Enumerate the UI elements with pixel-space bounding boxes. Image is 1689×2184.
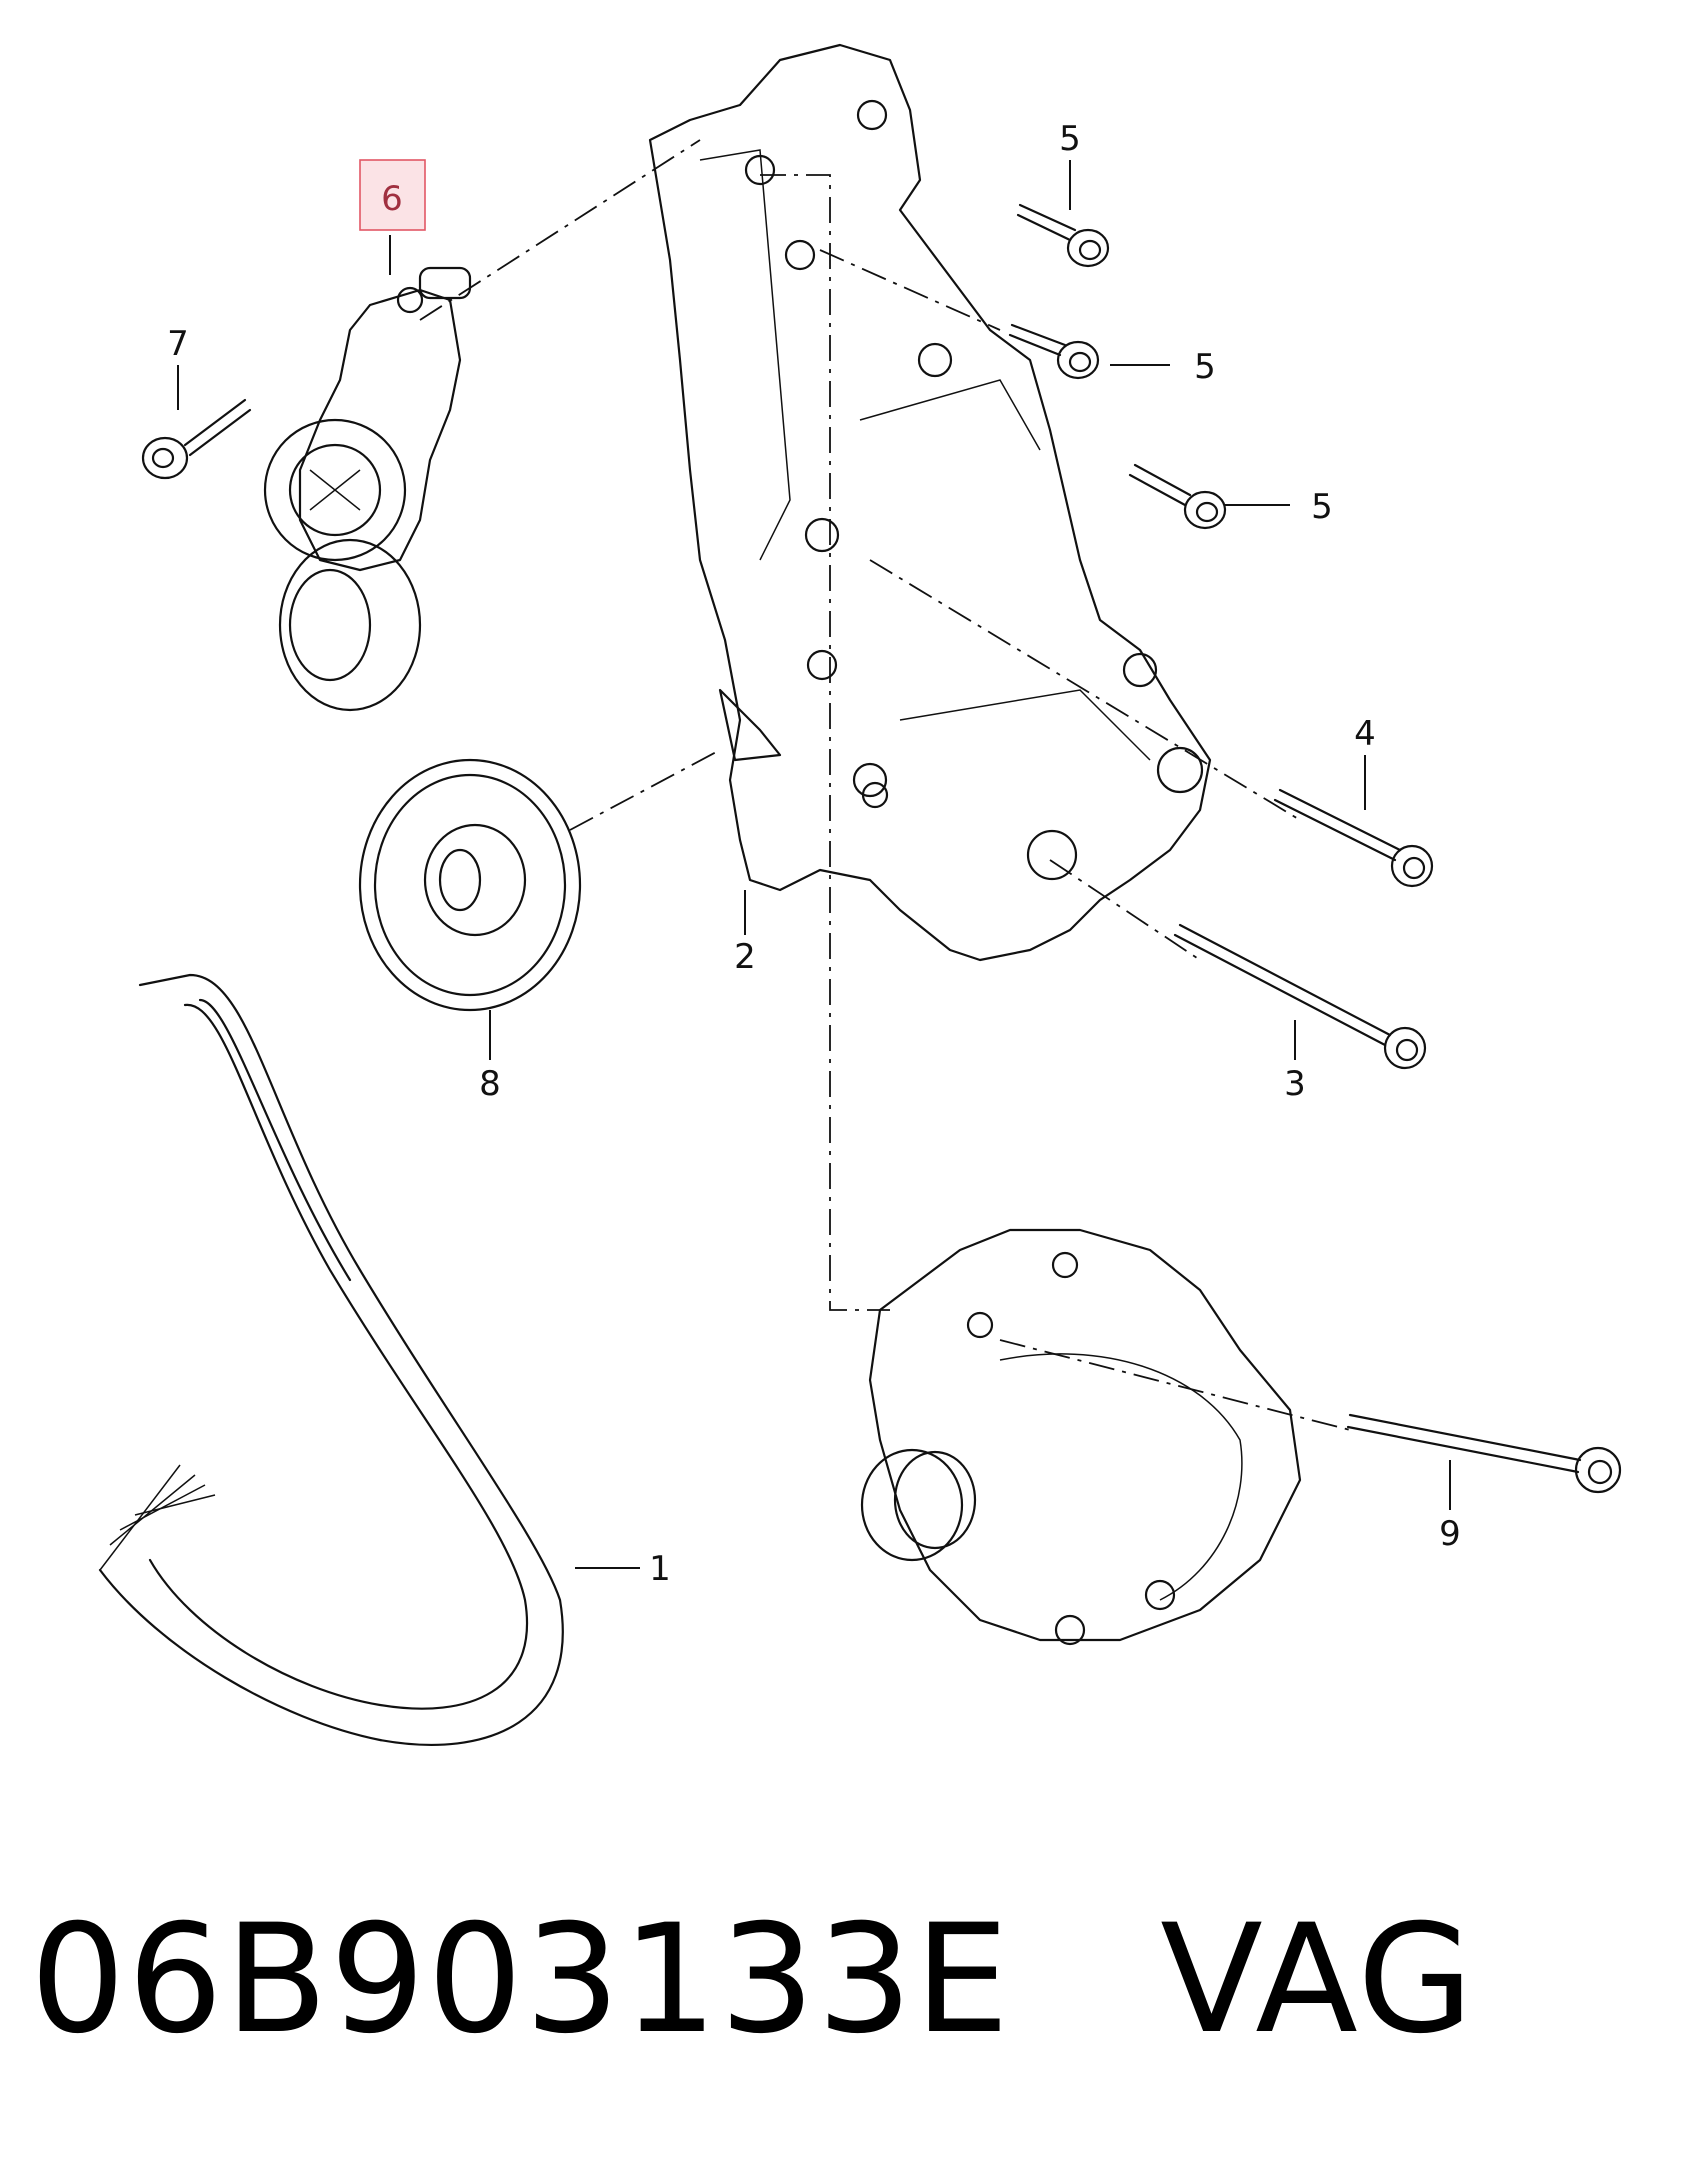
brand-name: VAG [1160, 1893, 1476, 2067]
callout-labels: 5 5 5 6 7 4 2 8 3 1 9 [167, 119, 1461, 1589]
idler-pulley-part-8 [358, 758, 582, 1012]
alternator [860, 1228, 1302, 1646]
callout-4: 4 [1354, 714, 1376, 754]
highlight-box [359, 159, 426, 231]
bracket-part-2 [648, 43, 1212, 962]
callout-5a: 5 [1059, 119, 1081, 159]
poly-v-belt-part-1 [98, 973, 564, 1747]
leader-lines [177, 160, 1451, 1569]
bolt-part-7 [141, 398, 252, 480]
bolt-part-5b [1008, 323, 1100, 380]
parts-diagram: 5 5 5 6 7 4 2 8 3 1 9 [98, 43, 1622, 1747]
bolt-part-5c [1128, 463, 1227, 530]
bolt-part-9 [1346, 1413, 1622, 1494]
callout-1: 1 [649, 1549, 671, 1589]
callout-5c: 5 [1311, 487, 1333, 527]
part-number: 06B903133E [30, 1893, 1012, 2067]
bolt-part-4 [1273, 788, 1434, 888]
bolts [141, 203, 1622, 1494]
callout-6: 6 [381, 179, 403, 219]
callout-2: 2 [734, 937, 756, 977]
tensioner-part-6 [263, 266, 472, 712]
callout-9: 9 [1439, 1514, 1461, 1554]
callout-5b: 5 [1194, 347, 1216, 387]
callout-7: 7 [167, 324, 189, 364]
bolt-part-5a [1016, 203, 1110, 268]
callout-8: 8 [479, 1064, 501, 1104]
part-number-caption: 06B903133E VAG [30, 1885, 1630, 2075]
callout-3: 3 [1284, 1064, 1306, 1104]
bolt-part-3 [1173, 923, 1427, 1070]
